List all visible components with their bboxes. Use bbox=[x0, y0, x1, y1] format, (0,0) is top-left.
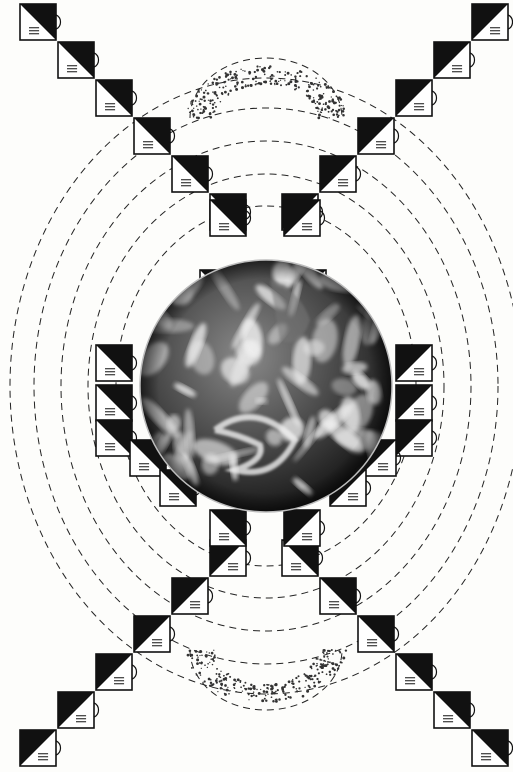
half-filled-square-icon bbox=[358, 616, 399, 652]
half-filled-square-icon bbox=[396, 345, 437, 381]
half-filled-square-icon bbox=[134, 118, 175, 154]
half-filled-square-icon bbox=[58, 42, 99, 78]
half-filled-square-icon bbox=[358, 118, 399, 154]
half-filled-square-icon bbox=[434, 42, 475, 78]
half-filled-square-icon bbox=[396, 385, 437, 421]
half-filled-square-icon bbox=[20, 4, 61, 40]
half-filled-square-icon bbox=[58, 692, 99, 728]
stipple-dome bbox=[188, 58, 345, 119]
half-filled-square-icon bbox=[396, 654, 437, 690]
half-filled-square-icon bbox=[172, 578, 213, 614]
half-filled-square-icon bbox=[20, 730, 61, 766]
half-filled-square-icon bbox=[396, 420, 437, 456]
half-filled-square-icon bbox=[210, 200, 251, 236]
half-filled-square-icon bbox=[96, 345, 137, 381]
half-filled-square-icon bbox=[472, 4, 513, 40]
half-filled-square-icon bbox=[284, 510, 325, 546]
half-filled-square-icon bbox=[210, 510, 251, 546]
half-filled-square-icon bbox=[134, 616, 175, 652]
half-filled-square-icon bbox=[472, 730, 513, 766]
half-filled-square-icon bbox=[96, 654, 137, 690]
half-filled-square-icon bbox=[320, 156, 361, 192]
half-filled-square-icon bbox=[396, 80, 437, 116]
half-filled-square-icon bbox=[96, 80, 137, 116]
half-filled-square-icon bbox=[96, 385, 137, 421]
half-filled-square-icon bbox=[434, 692, 475, 728]
half-filled-square-icon bbox=[284, 200, 325, 236]
half-filled-square-icon bbox=[172, 156, 213, 192]
stipple-dome bbox=[187, 649, 347, 710]
half-filled-square-icon bbox=[320, 578, 361, 614]
